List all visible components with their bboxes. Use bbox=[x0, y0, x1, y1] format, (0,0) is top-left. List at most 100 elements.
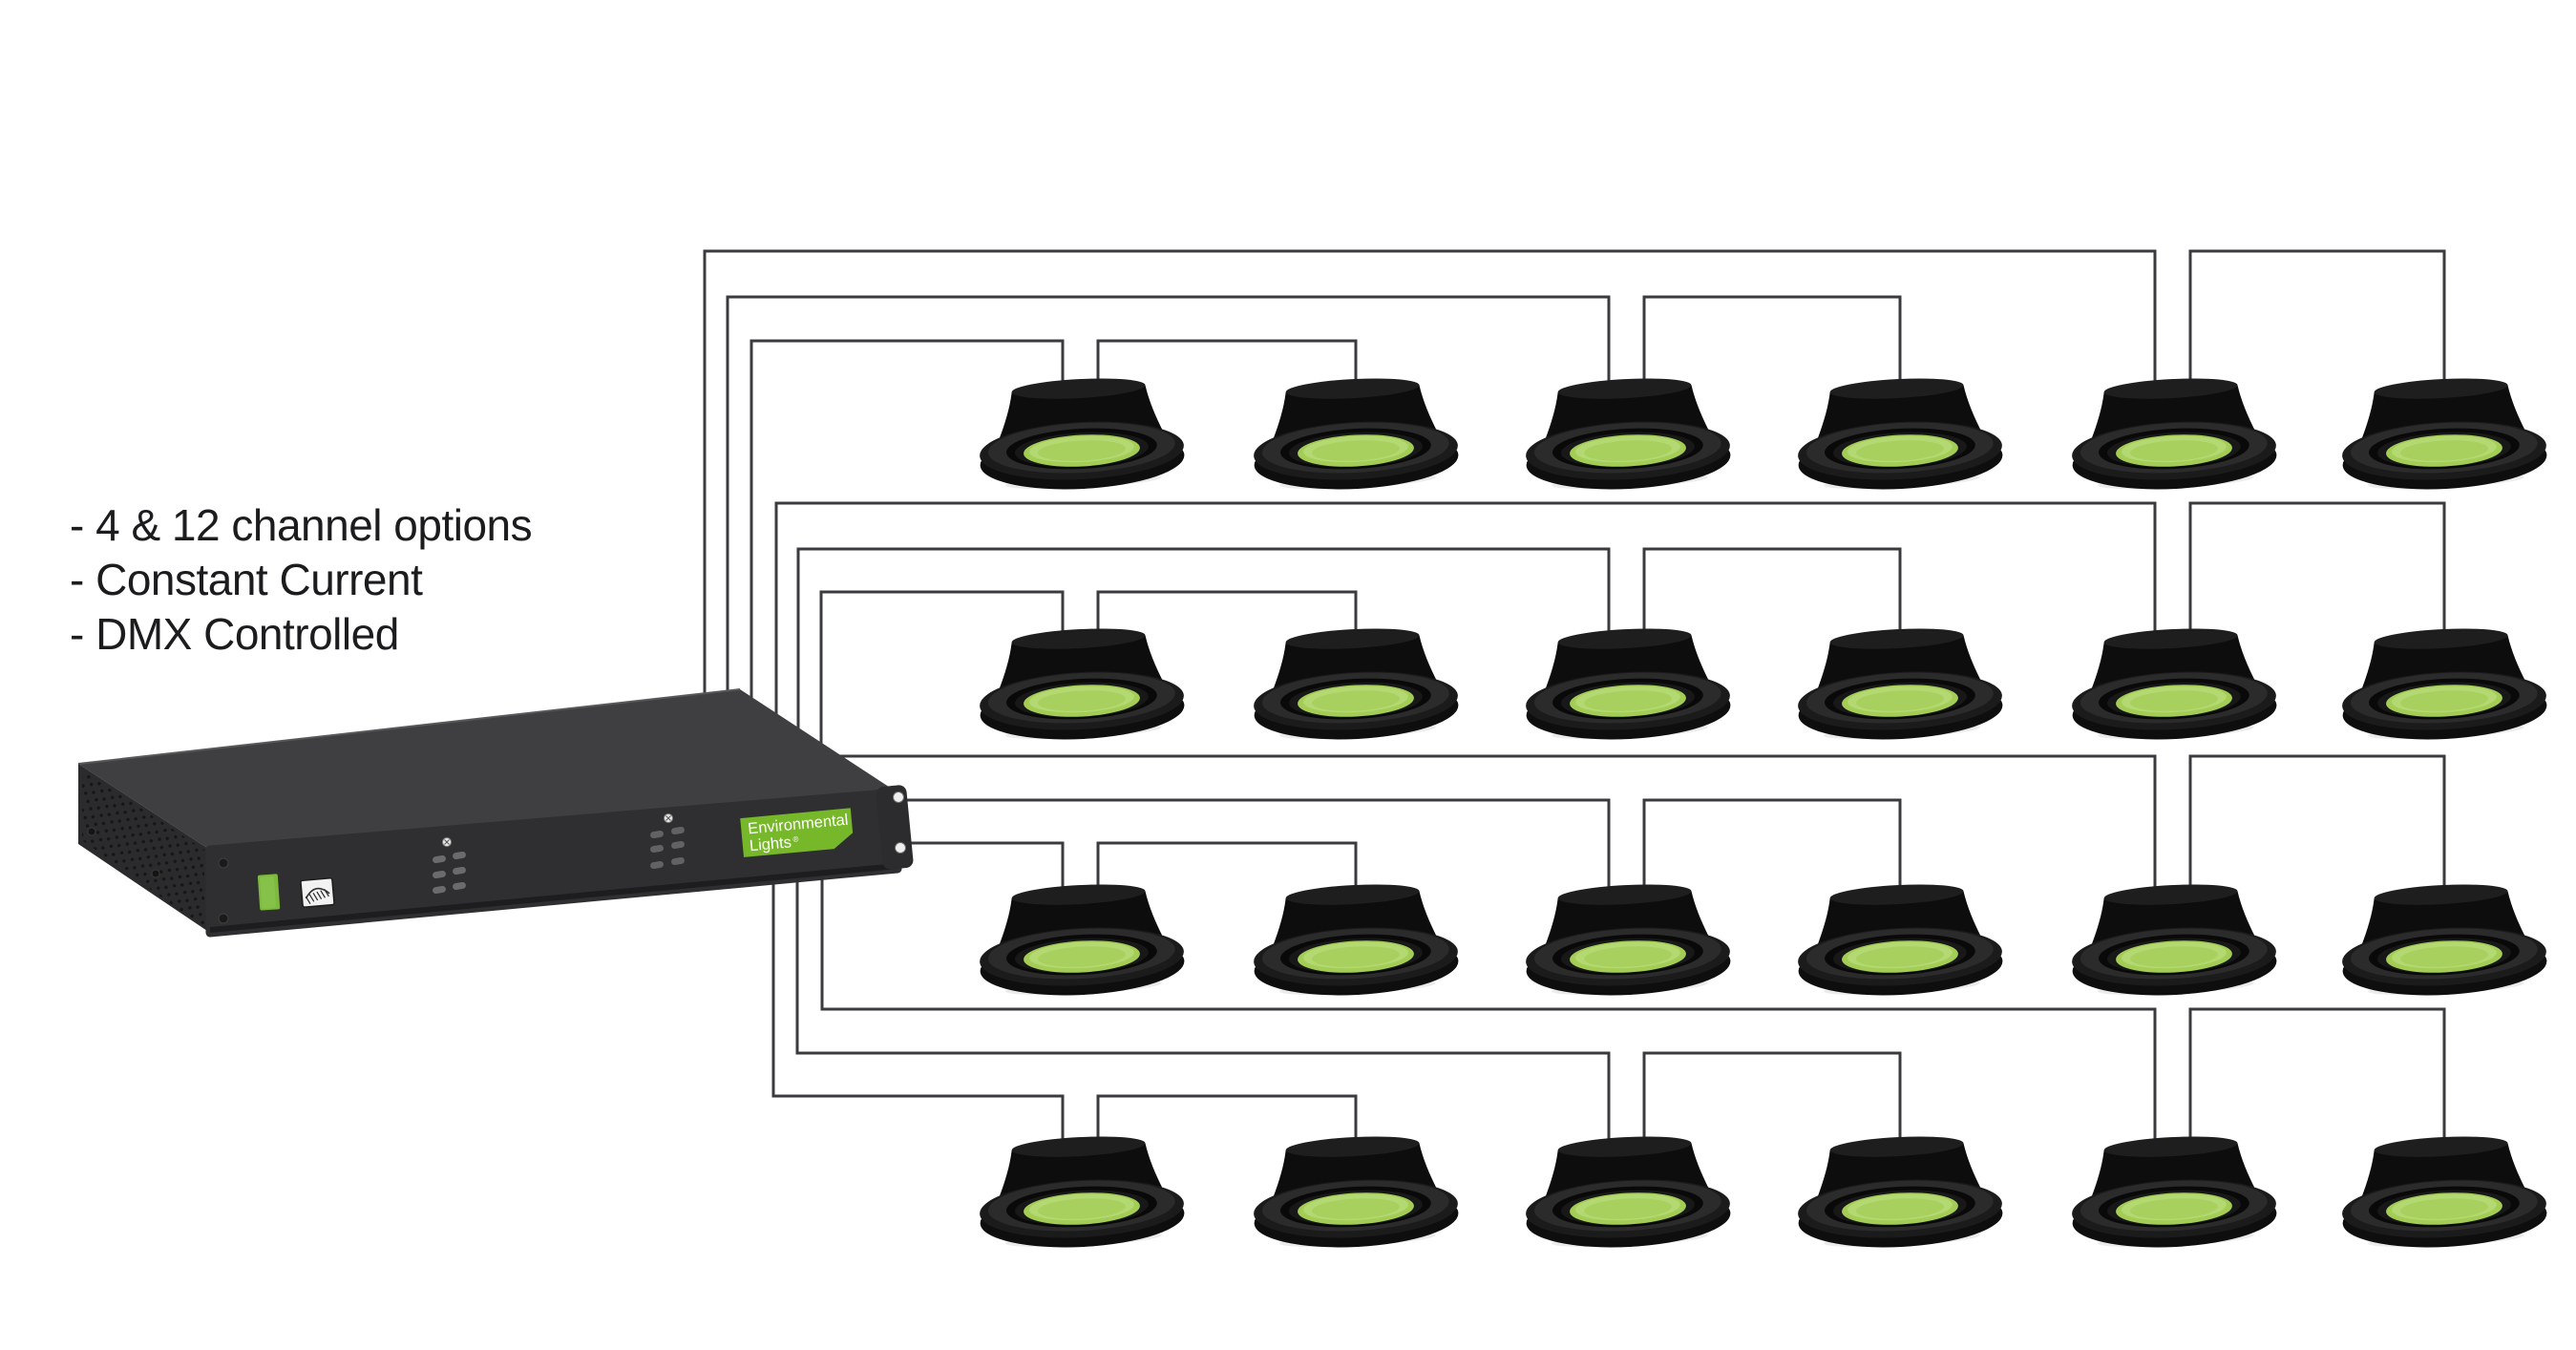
housing-top bbox=[1285, 1136, 1420, 1157]
lens-center bbox=[1584, 946, 1672, 967]
brand-label: Environmental Lights ® bbox=[740, 808, 854, 857]
ethernet-pins-glyph bbox=[305, 889, 329, 904]
dmx-indicator-led bbox=[433, 870, 446, 879]
downlight-row1-col1 bbox=[980, 378, 1185, 490]
downlight-row1-col3 bbox=[1526, 378, 1731, 490]
downlight-row1-col5 bbox=[2072, 378, 2277, 490]
lens-center bbox=[2400, 440, 2488, 461]
housing-top bbox=[2374, 628, 2508, 649]
lens-center bbox=[2400, 946, 2488, 967]
feed-wire-row3-pair1 bbox=[888, 841, 1065, 907]
downlight-row2-col6 bbox=[2342, 628, 2547, 740]
lens-center bbox=[1312, 1198, 1400, 1219]
link-wire-row2-pair3 bbox=[2188, 501, 2446, 651]
feed-wire-row2-pair1 bbox=[819, 590, 1065, 773]
dmx-indicator-led bbox=[453, 881, 466, 891]
ear-screw-hole bbox=[895, 842, 906, 854]
housing-top bbox=[2103, 628, 2238, 649]
lens-center bbox=[1038, 1198, 1126, 1219]
lens-center bbox=[1856, 1198, 1944, 1219]
dmx-indicator-led bbox=[671, 856, 685, 866]
housing-top bbox=[2374, 884, 2508, 905]
feed-wire-row1-pair1 bbox=[750, 339, 1065, 754]
downlight-row3-col6 bbox=[2342, 884, 2547, 996]
feed-wire-row4-pair2 bbox=[795, 862, 1611, 1159]
note-channel-options: - 4 & 12 channel options bbox=[70, 500, 533, 550]
housing-top bbox=[1829, 884, 1964, 905]
controller-top-face bbox=[78, 689, 897, 850]
lens-center bbox=[1856, 946, 1944, 967]
link-wire-row2-pair1 bbox=[1096, 590, 1358, 651]
downlight-row2-col3 bbox=[1526, 628, 1731, 740]
note-dmx-controlled: - DMX Controlled bbox=[70, 609, 399, 659]
housing-top bbox=[2374, 1136, 2508, 1157]
downlight-row4-col1 bbox=[980, 1136, 1185, 1248]
downlight-row1-col2 bbox=[1254, 378, 1459, 490]
downlight-row1-col4 bbox=[1798, 378, 2003, 490]
downlight-row3-col2 bbox=[1254, 884, 1459, 996]
link-wire-row3-pair3 bbox=[2188, 754, 2446, 907]
housing-top bbox=[2103, 1136, 2238, 1157]
brand-label-background bbox=[740, 808, 854, 857]
panel-screw bbox=[218, 857, 229, 869]
lens-center bbox=[1312, 690, 1400, 711]
lens-center bbox=[2400, 690, 2488, 711]
housing-top bbox=[1557, 628, 1692, 649]
housing-top bbox=[1285, 628, 1420, 649]
screw-slot bbox=[444, 839, 450, 845]
dmx-indicator-led bbox=[650, 830, 664, 839]
dmx-controller: Environmental Lights ® bbox=[77, 688, 914, 938]
lens-center bbox=[2130, 1198, 2218, 1219]
screw-slot bbox=[665, 815, 671, 821]
link-wire-row3-pair1 bbox=[1096, 841, 1358, 907]
housing-top bbox=[1557, 1136, 1692, 1157]
side-screw bbox=[151, 869, 160, 878]
dmx-indicator-led bbox=[650, 844, 664, 854]
lens-center bbox=[1584, 440, 1672, 461]
dmx-channel-indicators bbox=[433, 813, 685, 895]
downlight-row4-col3 bbox=[1526, 1136, 1731, 1248]
feed-wire-row2-pair2 bbox=[796, 547, 1611, 773]
housing-top bbox=[1011, 628, 1146, 649]
feed-wire-row2-pair3 bbox=[774, 501, 2157, 773]
brand-reg-mark: ® bbox=[792, 835, 799, 845]
dmx-indicator-led bbox=[433, 854, 446, 864]
downlight-row2-col5 bbox=[2072, 628, 2277, 740]
link-wire-row3-pair2 bbox=[1642, 798, 1902, 907]
downlight-row3-col3 bbox=[1526, 884, 1731, 996]
controller-top-edge-highlight bbox=[77, 688, 741, 765]
downlight-row3-col5 bbox=[2072, 884, 2277, 996]
lens-center bbox=[1312, 440, 1400, 461]
lens-center bbox=[2130, 440, 2218, 461]
brand-line2: Lights bbox=[749, 833, 792, 854]
feed-wire-row3-pair3 bbox=[836, 754, 2157, 907]
dmx-indicator-led bbox=[453, 851, 466, 860]
lens-center bbox=[1312, 946, 1400, 967]
lens-center bbox=[1038, 440, 1126, 461]
downlight-row4-col4 bbox=[1798, 1136, 2003, 1248]
housing-top bbox=[2103, 378, 2238, 399]
ear-screw-hole bbox=[893, 791, 904, 803]
lens-center bbox=[1856, 690, 1944, 711]
panel-screw bbox=[218, 913, 229, 924]
downlight-row4-col6 bbox=[2342, 1136, 2547, 1248]
housing-top bbox=[1285, 378, 1420, 399]
note-constant-current: - Constant Current bbox=[70, 555, 423, 604]
link-wire-row1-pair1 bbox=[1096, 339, 1358, 401]
dmx-indicator-led bbox=[433, 885, 446, 895]
feed-wire-row1-pair2 bbox=[726, 295, 1611, 754]
dmx-indicator-led bbox=[650, 860, 664, 870]
ethernet-cable-glyph bbox=[305, 887, 330, 899]
lens-center bbox=[2400, 1198, 2488, 1219]
housing-top bbox=[1829, 1136, 1964, 1157]
feed-wire-row3-pair2 bbox=[888, 798, 1611, 907]
housing-top bbox=[1011, 1136, 1146, 1157]
downlight-row4-col2 bbox=[1254, 1136, 1459, 1248]
lens-center bbox=[2130, 690, 2218, 711]
lens-center bbox=[1856, 440, 1944, 461]
housing-top bbox=[1285, 884, 1420, 905]
link-wire-row1-pair2 bbox=[1642, 295, 1902, 401]
housing-top bbox=[1557, 884, 1692, 905]
